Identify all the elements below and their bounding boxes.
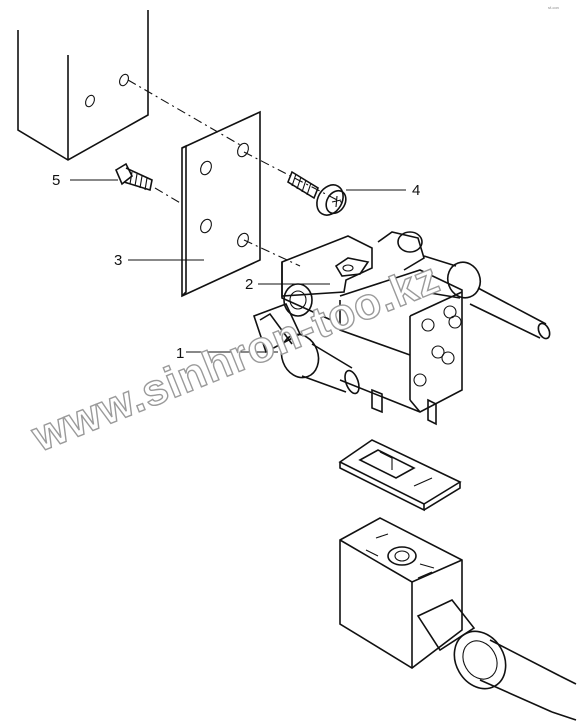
screw-4 — [287, 170, 347, 216]
outlet-fitting — [377, 231, 551, 340]
callout-1: 1 — [176, 345, 184, 362]
mounting-plate — [181, 110, 261, 298]
callout-4: 4 — [412, 182, 420, 199]
screw-5 — [114, 162, 153, 192]
connector-plug — [339, 517, 577, 721]
inlet-fitting — [252, 283, 360, 395]
solenoid-valve-body — [281, 235, 463, 426]
corner-mark: sf-con — [548, 5, 559, 10]
callout-5: 5 — [52, 172, 60, 189]
cabinet-wall — [17, 10, 346, 267]
callout-3: 3 — [114, 252, 122, 269]
leader-lines — [70, 179, 406, 353]
callout-2: 2 — [245, 276, 253, 293]
gasket — [338, 439, 462, 512]
watermark-text: www.sinhron-too.kz — [24, 253, 446, 462]
